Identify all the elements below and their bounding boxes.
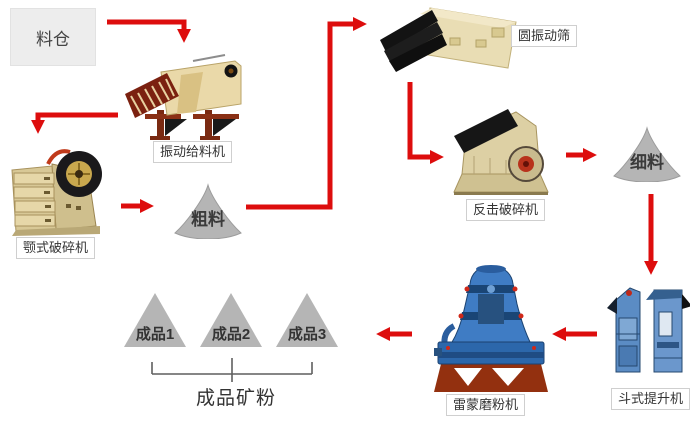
vibrating-feeder-illustration	[123, 52, 247, 144]
product-2-label: 成品2	[211, 326, 251, 343]
circular-vibrating-screen-label: 圆振动筛	[511, 25, 578, 47]
bucket-elevator-illustration	[602, 278, 690, 386]
jaw-crusher-label: 颚式破碎机	[16, 237, 96, 259]
product-1-node: 成品1	[122, 291, 188, 349]
product-2-node: 成品2	[198, 291, 264, 349]
edge-coarse-to-screen	[246, 17, 367, 210]
fine-material-node: 细料	[611, 126, 683, 182]
triangle-shape	[124, 293, 186, 347]
edge-silo-to-feeder	[107, 19, 191, 43]
product-3-label: 成品3	[287, 326, 327, 343]
triangle-shape	[200, 293, 262, 347]
jaw-crusher-illustration	[8, 142, 108, 240]
product-1-label: 成品1	[135, 326, 175, 343]
cone-shape	[613, 126, 681, 182]
silo-label: 料仓	[36, 29, 70, 49]
raymond-mill-label: 雷蒙磨粉机	[446, 394, 526, 416]
final-product-label: 成品矿粉	[195, 388, 276, 409]
vibrating-feeder-label: 振动给料机	[153, 141, 233, 163]
fine-material-label: 细料	[630, 153, 664, 172]
cone-shape	[174, 183, 242, 239]
impact-crusher-label: 反击破碎机	[466, 199, 546, 221]
final-product-bracket	[148, 356, 318, 386]
edge-feeder-to-jaw-crusher	[31, 112, 118, 134]
circular-vibrating-screen-illustration	[380, 2, 518, 74]
coarse-material-label: 粗料	[191, 210, 225, 229]
impact-crusher-illustration	[452, 100, 550, 202]
product-3-node: 成品3	[274, 291, 340, 349]
bucket-elevator-label: 斗式提升机	[611, 388, 691, 410]
raymond-mill-illustration	[434, 264, 548, 396]
edge-screen-to-impact-crusher	[407, 82, 444, 164]
triangle-shape	[276, 293, 338, 347]
coarse-material-node: 粗料	[172, 183, 244, 239]
silo-node: 料仓	[10, 8, 96, 66]
